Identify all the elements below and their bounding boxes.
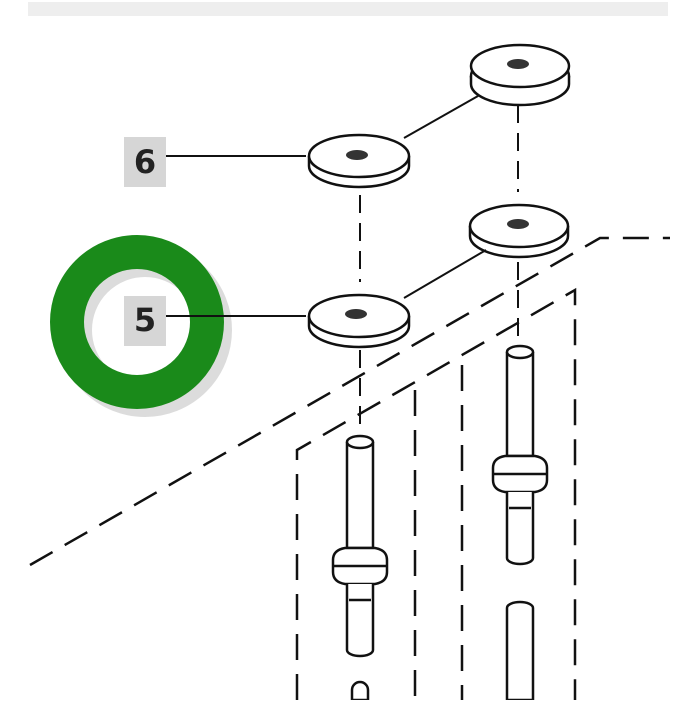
washer-top-right — [469, 43, 571, 107]
boundary-dashed-lines — [29, 236, 670, 700]
callout-6-box — [124, 137, 166, 187]
callout-5-box — [124, 296, 166, 346]
callout-5-label: 5 — [134, 301, 156, 339]
callout-6-label: 6 — [134, 143, 156, 181]
washer-part-5 — [307, 293, 411, 349]
highlight-ring — [50, 235, 232, 417]
washer-middle-right — [468, 203, 570, 259]
callout-5: 5 — [124, 296, 306, 346]
connector-lines — [403, 95, 487, 299]
pin-right — [491, 344, 549, 702]
axis-dashed-lines — [359, 105, 519, 430]
callout-6: 6 — [124, 137, 306, 187]
pin-left — [331, 434, 389, 702]
top-bar — [28, 2, 668, 16]
washer-part-6 — [307, 133, 411, 189]
